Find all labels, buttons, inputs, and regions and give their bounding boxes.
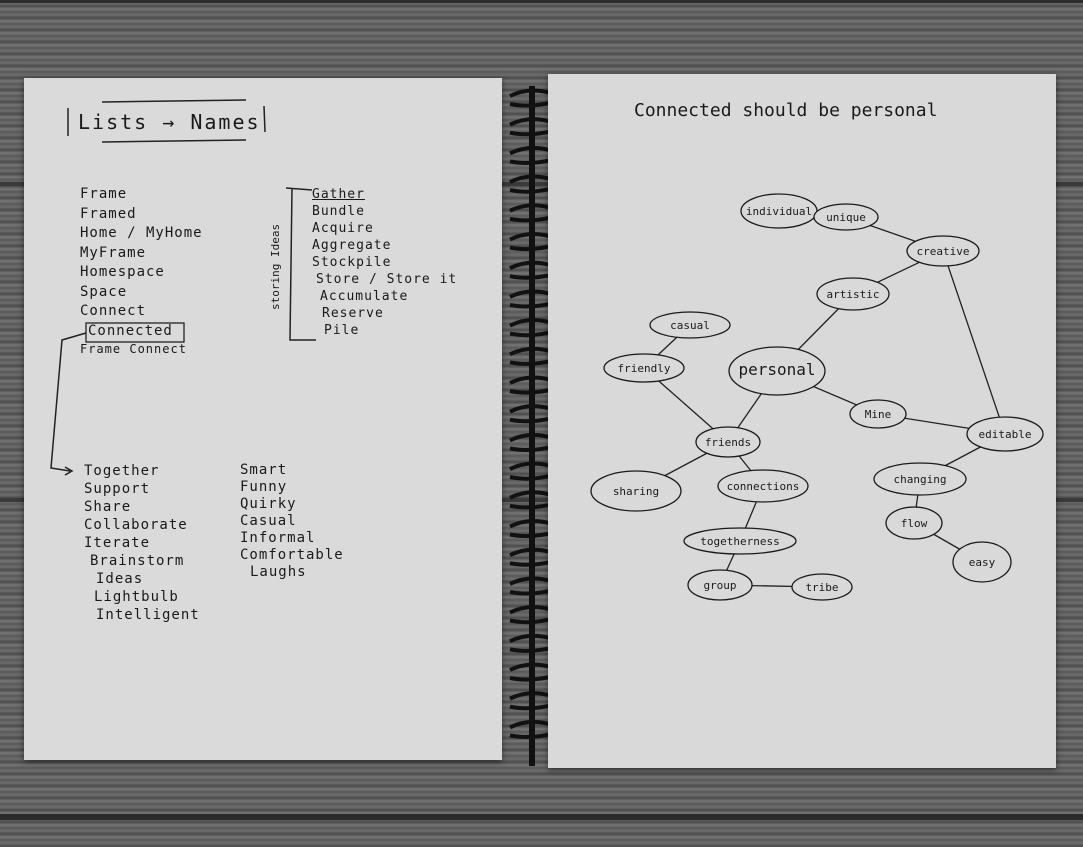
node-label: individual [746, 205, 812, 218]
list-item: Aggregate [312, 238, 392, 253]
list-item: Connected [88, 322, 173, 339]
node-label: togetherness [700, 535, 779, 548]
mind-map-node-personal: personal [728, 346, 826, 396]
mind-map-node-unique: unique [813, 203, 879, 231]
mind-map-node-friends: friends [695, 426, 761, 458]
mind-map-link [942, 250, 1006, 435]
list-item: Homespace [80, 264, 165, 280]
list-item: Stockpile [312, 255, 392, 270]
node-ellipse [813, 203, 879, 231]
node-ellipse [816, 277, 890, 311]
list-item: Space [80, 283, 128, 300]
node-label: unique [826, 211, 866, 224]
node-label: Mine [865, 408, 892, 421]
node-ellipse [906, 235, 980, 267]
list-item: Together [84, 463, 160, 479]
node-label: group [703, 579, 736, 592]
node-label: sharing [613, 485, 659, 498]
node-ellipse [791, 573, 853, 601]
node-label: connections [727, 480, 800, 493]
list-item: Bundle [312, 204, 365, 219]
left-notebook-page: storing Ideas Lists → Names Frame Framed… [24, 78, 502, 760]
list-item: Ideas [96, 571, 144, 587]
mind-map-node-sharing: sharing [590, 470, 682, 512]
mind-map-node-tribe: tribe [791, 573, 853, 601]
list-c: Together Support Share Collaborate Itera… [84, 462, 200, 624]
node-ellipse [695, 426, 761, 458]
mind-map-node-friendly: friendly [603, 353, 685, 383]
list-item: Pile [324, 323, 360, 338]
list-item: MyFrame [80, 244, 147, 261]
list-item: Frame [80, 186, 128, 202]
list-item: Gather [312, 187, 365, 202]
node-label: editable [979, 428, 1032, 441]
node-ellipse [966, 416, 1044, 452]
node-ellipse [728, 346, 826, 396]
mind-map-node-creative: creative [906, 235, 980, 267]
list-item: Share [84, 499, 132, 515]
mind-map-node-flow: flow [885, 506, 943, 540]
list-item: Acquire [312, 221, 374, 236]
node-label: creative [917, 245, 970, 258]
list-item: Frame Connect [80, 342, 187, 356]
node-ellipse [885, 506, 943, 540]
node-label: artistic [827, 288, 880, 301]
list-item: Smart [240, 462, 288, 478]
side-label: storing Ideas [269, 224, 282, 310]
left-page-drawing: storing Ideas [50, 99, 316, 476]
node-ellipse [687, 569, 753, 601]
right-notebook-page: Connected should be personal individual u… [548, 74, 1056, 768]
mind-map-node-mine: Mine [849, 399, 907, 429]
node-label: tribe [805, 581, 838, 594]
mind-map-node-artistic: artistic [816, 277, 890, 311]
node-label: casual [670, 319, 710, 332]
list-item: Collaborate [84, 517, 188, 533]
node-ellipse [849, 399, 907, 429]
list-item: Support [84, 481, 151, 497]
list-item: Connect [80, 303, 147, 319]
list-item: Funny [240, 479, 288, 495]
list-d: Smart Funny Quirky Casual Informal Comfo… [240, 462, 344, 581]
mind-map-node-togetherness: togetherness [683, 527, 797, 555]
list-a: Frame Framed Home / MyHome MyFrame Homes… [80, 186, 203, 362]
mind-map-node-group: group [687, 569, 753, 601]
list-item: Iterate [84, 535, 151, 551]
list-item: Home / MyHome [80, 225, 203, 241]
node-label: friends [705, 436, 751, 449]
node-label: flow [901, 517, 928, 530]
mind-map: individual unique creative artistic casual fr… [590, 193, 1044, 601]
mind-map-node-changing: changing [873, 462, 967, 496]
node-ellipse [873, 462, 967, 496]
list-item: Reserve [322, 306, 384, 321]
list-item: Quirky [240, 496, 297, 512]
list-item: Lightbulb [94, 589, 179, 605]
node-ellipse [683, 527, 797, 555]
node-ellipse [603, 353, 685, 383]
list-item: Brainstorm [90, 553, 185, 569]
node-label: easy [969, 556, 996, 569]
mind-map-node-connections: connections [717, 469, 809, 503]
list-item: Store / Store it [316, 272, 458, 287]
list-item: Informal [240, 530, 316, 546]
mind-map-node-easy: easy [952, 541, 1012, 583]
list-item: Intelligent [96, 607, 200, 623]
right-heading: Connected should be personal [634, 100, 938, 121]
node-label: friendly [618, 362, 671, 375]
mind-map-node-editable: editable [966, 416, 1044, 452]
list-item: Framed [80, 205, 137, 222]
mind-map-node-individual: individual [740, 193, 818, 229]
node-label: changing [894, 473, 947, 486]
list-item: Accumulate [320, 289, 409, 304]
node-ellipse [717, 469, 809, 503]
left-heading: Lists → Names [78, 110, 261, 134]
node-label: personal [738, 360, 815, 379]
node-ellipse [952, 541, 1012, 583]
list-item: Comfortable [240, 547, 344, 563]
list-item: Laughs [250, 564, 307, 580]
node-ellipse [590, 470, 682, 512]
mind-map-node-casual: casual [649, 311, 731, 339]
list-item: Casual [240, 513, 297, 529]
list-b: Gather Bundle Acquire Aggregate Stockpil… [312, 186, 457, 339]
node-ellipse [649, 311, 731, 339]
